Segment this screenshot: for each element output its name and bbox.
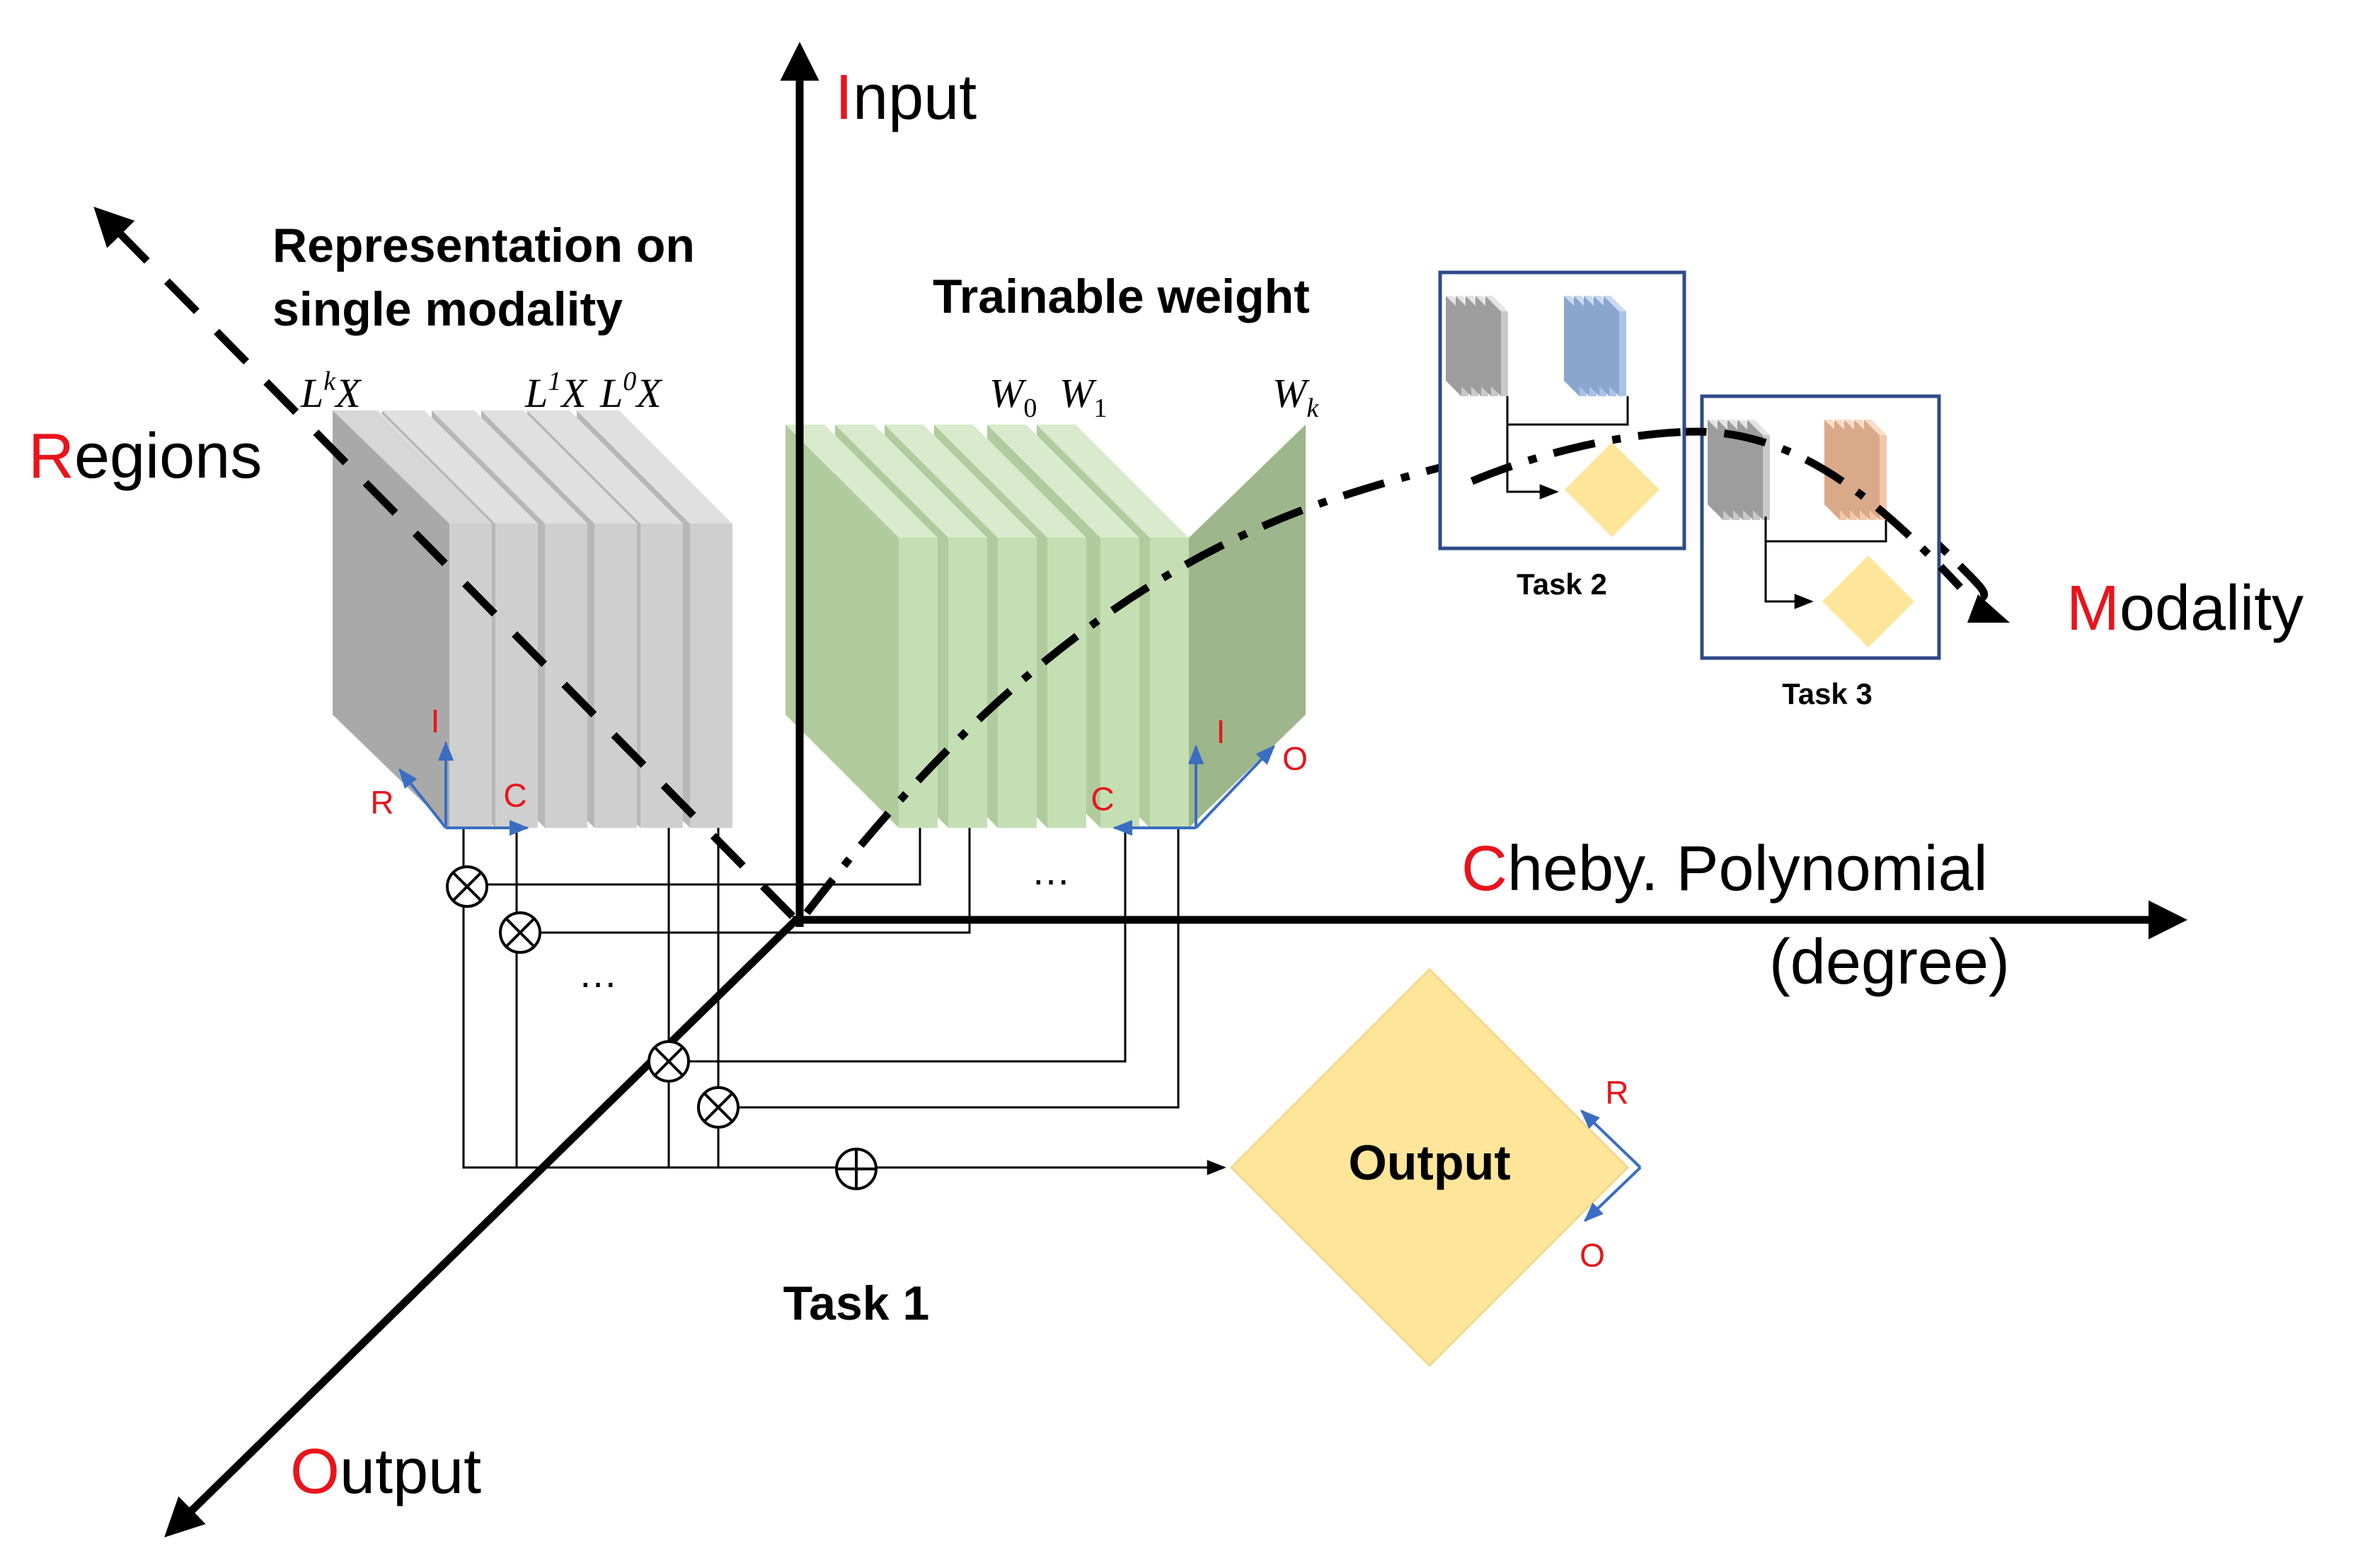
label-w0: W0: [989, 370, 1037, 423]
cheby-axis-label-degree: (degree): [1769, 927, 2010, 998]
regions-axis-label: Regions: [28, 421, 262, 492]
mini-gray-slice: [1485, 296, 1508, 396]
weight-local-axes: I C O: [1091, 713, 1308, 836]
gray-slices: [333, 410, 732, 828]
task2-blue-cube: [1564, 296, 1626, 396]
circled-times-icon: [499, 911, 541, 954]
task2-label: Task 2: [1517, 567, 1607, 601]
modality-axis: [803, 427, 1989, 916]
task3-orange-cube: [1824, 420, 1887, 520]
label-wk: Wk: [1272, 370, 1319, 423]
weight-axis-i: I: [1216, 713, 1226, 750]
weight-title: Trainable weight: [933, 270, 1310, 323]
mini-orange-slice: [1864, 420, 1887, 520]
mini-blue-slice: [1604, 296, 1626, 396]
label-lkx: LkX: [300, 367, 362, 416]
axes: [93, 42, 2187, 1538]
green-slices: [786, 425, 1306, 828]
task2-gray-cube: [1446, 296, 1508, 396]
ellipsis-products: …: [578, 951, 618, 996]
gray-main-block: [333, 410, 492, 828]
operators: [446, 865, 878, 1190]
weight-axis-o: O: [1282, 740, 1308, 777]
rep-axis-r: R: [370, 784, 393, 821]
output-axis: [164, 917, 799, 1538]
cheby-axis-label: Cheby. Polynomial: [1461, 834, 1988, 904]
ellipsis-weights: …: [1031, 848, 1071, 893]
modality-axis-overlay: [1470, 427, 1964, 590]
task1-label: Task 1: [783, 1276, 930, 1330]
output-diamond: Output R O: [1229, 967, 1642, 1368]
green-side-block: [1189, 425, 1306, 828]
output-axis-r: R: [1605, 1074, 1628, 1111]
label-w1: W1: [1059, 370, 1107, 423]
task3-label: Task 3: [1782, 677, 1873, 710]
modality-arrowhead: [1967, 594, 2010, 623]
representation-title-line1: Representation on: [272, 219, 695, 272]
output-axis-o: O: [1580, 1237, 1605, 1274]
representation-cube: [333, 410, 732, 828]
output-axis-label: Output: [290, 1436, 481, 1507]
weight-axis-c: C: [1091, 780, 1114, 817]
rep-local-axes: I R C: [370, 703, 529, 836]
circled-times-icon: [697, 1086, 740, 1129]
connection-lines: [462, 828, 1226, 1175]
regions-axis: [93, 207, 795, 919]
circled-times-icon: [446, 865, 488, 908]
output-label: Output: [1348, 1135, 1510, 1190]
weight-cube: [786, 425, 1306, 828]
representation-title-line2: single modality: [272, 282, 623, 336]
modality-axis-label: Modality: [2066, 573, 2303, 644]
circled-times-icon: [648, 1040, 690, 1083]
green-slice: [786, 425, 938, 828]
task2-box: [1438, 270, 1686, 550]
label-l0x: L0X: [599, 367, 663, 416]
circled-plus-icon: [835, 1148, 878, 1190]
input-axis-label: Input: [835, 62, 977, 133]
label-l1x: L1X: [524, 367, 588, 416]
rep-axis-i: I: [431, 703, 440, 739]
rep-axis-c: C: [503, 777, 527, 814]
